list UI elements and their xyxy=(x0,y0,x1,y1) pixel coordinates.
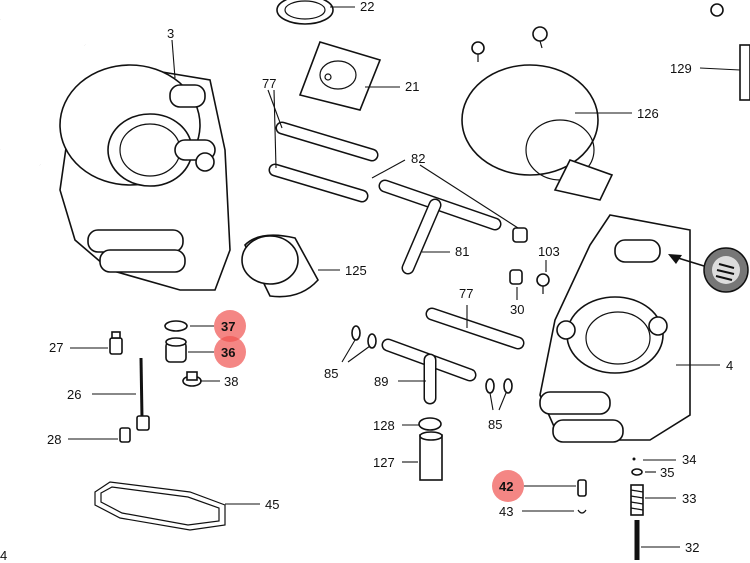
callout-128: 128 xyxy=(373,418,395,433)
callout-127: 127 xyxy=(373,455,395,470)
gasket-22 xyxy=(276,0,334,25)
washer-35 xyxy=(631,468,643,476)
callout-33: 33 xyxy=(682,491,696,506)
float-needle-42 xyxy=(577,479,587,497)
t-fitting-81 xyxy=(378,179,502,275)
leader-lines xyxy=(68,6,741,548)
callout-4: 4 xyxy=(726,358,733,373)
t-fitting-89 xyxy=(381,338,477,405)
screw-38 xyxy=(182,371,202,387)
ring-128 xyxy=(418,417,442,431)
callout-85-left: 85 xyxy=(324,366,338,381)
callout-22: 22 xyxy=(360,0,374,14)
needle-26 xyxy=(136,357,150,431)
callout-45: 45 xyxy=(265,497,279,512)
screws-top-right xyxy=(471,3,724,62)
callout-3: 3 xyxy=(167,26,174,41)
jet-27 xyxy=(109,331,123,355)
callout-38: 38 xyxy=(224,374,238,389)
callout-35: 35 xyxy=(660,465,674,480)
callout-32: 32 xyxy=(685,540,699,555)
callout-21: 21 xyxy=(405,79,419,94)
callout-37: 37 xyxy=(221,319,235,334)
highlight-36 xyxy=(214,336,246,368)
tube-129 xyxy=(739,44,750,101)
callout-34: 34 xyxy=(682,452,696,467)
callout-82: 82 xyxy=(411,151,425,166)
tube-77-a xyxy=(268,121,379,203)
callout-28: 28 xyxy=(47,432,61,447)
o-ring-37 xyxy=(164,320,188,332)
callout-26: 26 xyxy=(67,387,81,402)
callout-4-edge: 4 xyxy=(0,548,7,563)
spring-33 xyxy=(630,484,644,516)
callout-77-top: 77 xyxy=(262,76,276,91)
washers-85-left xyxy=(351,325,377,349)
cover-plate-21 xyxy=(298,41,382,111)
callout-43: 43 xyxy=(499,504,513,519)
carburetor-body-right xyxy=(539,214,691,443)
gasket-45 xyxy=(94,481,226,531)
callout-77-lower: 77 xyxy=(459,286,473,301)
washers-85-right xyxy=(485,378,513,394)
cap-82 xyxy=(512,227,528,243)
callout-42: 42 xyxy=(499,479,513,494)
clip-43 xyxy=(577,509,587,514)
cap-125 xyxy=(241,234,319,298)
dot-34 xyxy=(632,457,636,461)
callout-85-right: 85 xyxy=(488,417,502,432)
callout-129: 129 xyxy=(670,61,692,76)
jet-28 xyxy=(119,427,131,443)
callout-81: 81 xyxy=(455,244,469,259)
callout-36: 36 xyxy=(221,345,235,360)
nut-30 xyxy=(509,269,523,285)
screw-103 xyxy=(536,273,550,294)
air-funnel-126 xyxy=(461,64,614,201)
callout-27: 27 xyxy=(49,340,63,355)
highlight-42 xyxy=(492,470,524,502)
tube-77-b xyxy=(425,307,525,350)
highlight-37 xyxy=(214,310,246,342)
callout-103: 103 xyxy=(538,244,560,259)
callout-126: 126 xyxy=(637,106,659,121)
sleeve-127 xyxy=(419,431,443,481)
tube-left-top xyxy=(0,16,86,169)
callout-89: 89 xyxy=(374,374,388,389)
carburetor-body-left xyxy=(59,64,231,291)
callout-30: 30 xyxy=(510,302,524,317)
callout-125: 125 xyxy=(345,263,367,278)
needle-seat-36 xyxy=(165,337,187,363)
magnifier-icon[interactable] xyxy=(668,247,749,293)
